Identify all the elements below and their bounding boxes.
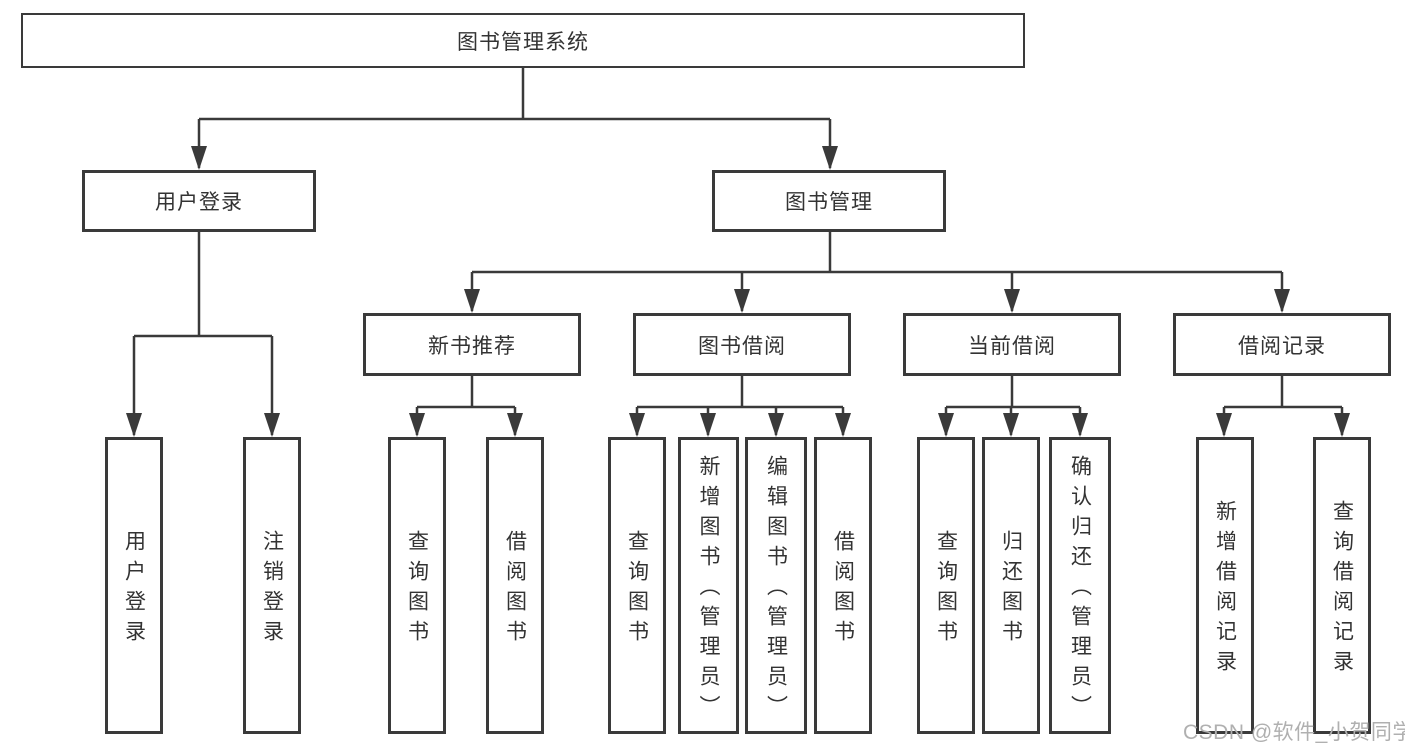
connector-lines: [132, 68, 1344, 435]
leaf-query-book-current-label: 查询图书: [934, 530, 958, 650]
leaf-logout: 注销登录: [243, 437, 301, 734]
leaf-borrow-book-label: 借阅图书: [831, 530, 855, 650]
leaf-user-login: 用户登录: [105, 437, 163, 734]
leaf-return-book: 归还图书: [982, 437, 1040, 734]
node-borrowing-records: 借阅记录: [1173, 313, 1391, 376]
node-root: 图书管理系统: [21, 13, 1025, 68]
node-user-login: 用户登录: [82, 170, 316, 232]
leaf-borrow-book: 借阅图书: [814, 437, 872, 734]
node-book-management-label: 图书管理: [785, 191, 873, 214]
leaf-borrow-book-recommend-label: 借阅图书: [503, 530, 527, 650]
leaf-edit-book-admin-label: 编辑图书（管理员）: [764, 455, 788, 725]
node-new-book-recommend: 新书推荐: [363, 313, 581, 376]
leaf-query-book-borrowing-label: 查询图书: [625, 530, 649, 650]
leaf-confirm-return-admin: 确认归还（管理员）: [1049, 437, 1111, 734]
leaf-add-book-admin-label: 新增图书（管理员）: [697, 455, 720, 725]
node-user-login-label: 用户登录: [155, 191, 243, 214]
leaf-add-book-admin: 新增图书（管理员）: [678, 437, 739, 734]
node-book-management: 图书管理: [712, 170, 946, 232]
node-current-borrowing: 当前借阅: [903, 313, 1121, 376]
node-root-label: 图书管理系统: [457, 30, 589, 54]
leaf-query-book-current: 查询图书: [917, 437, 975, 734]
leaf-query-book-recommend: 查询图书: [388, 437, 446, 734]
node-book-borrowing-label: 图书借阅: [698, 334, 786, 358]
leaf-edit-book-admin: 编辑图书（管理员）: [745, 437, 807, 734]
leaf-add-borrow-record-label: 新增借阅记录: [1213, 500, 1237, 680]
leaf-query-borrow-record-label: 查询借阅记录: [1330, 500, 1354, 680]
node-book-borrowing: 图书借阅: [633, 313, 851, 376]
node-new-book-recommend-label: 新书推荐: [428, 334, 516, 358]
watermark: CSDN @软件_小贺同学: [1183, 721, 1405, 744]
leaf-query-book-borrowing: 查询图书: [608, 437, 666, 734]
leaf-logout-label: 注销登录: [260, 530, 284, 650]
leaf-query-borrow-record: 查询借阅记录: [1313, 437, 1371, 734]
leaf-user-login-label: 用户登录: [122, 530, 146, 650]
leaf-query-book-recommend-label: 查询图书: [405, 530, 429, 650]
leaf-confirm-return-admin-label: 确认归还（管理员）: [1068, 455, 1092, 725]
leaf-borrow-book-recommend: 借阅图书: [486, 437, 544, 734]
leaf-add-borrow-record: 新增借阅记录: [1196, 437, 1254, 734]
node-borrowing-records-label: 借阅记录: [1238, 334, 1326, 358]
node-current-borrowing-label: 当前借阅: [968, 334, 1056, 358]
leaf-return-book-label: 归还图书: [999, 530, 1023, 650]
